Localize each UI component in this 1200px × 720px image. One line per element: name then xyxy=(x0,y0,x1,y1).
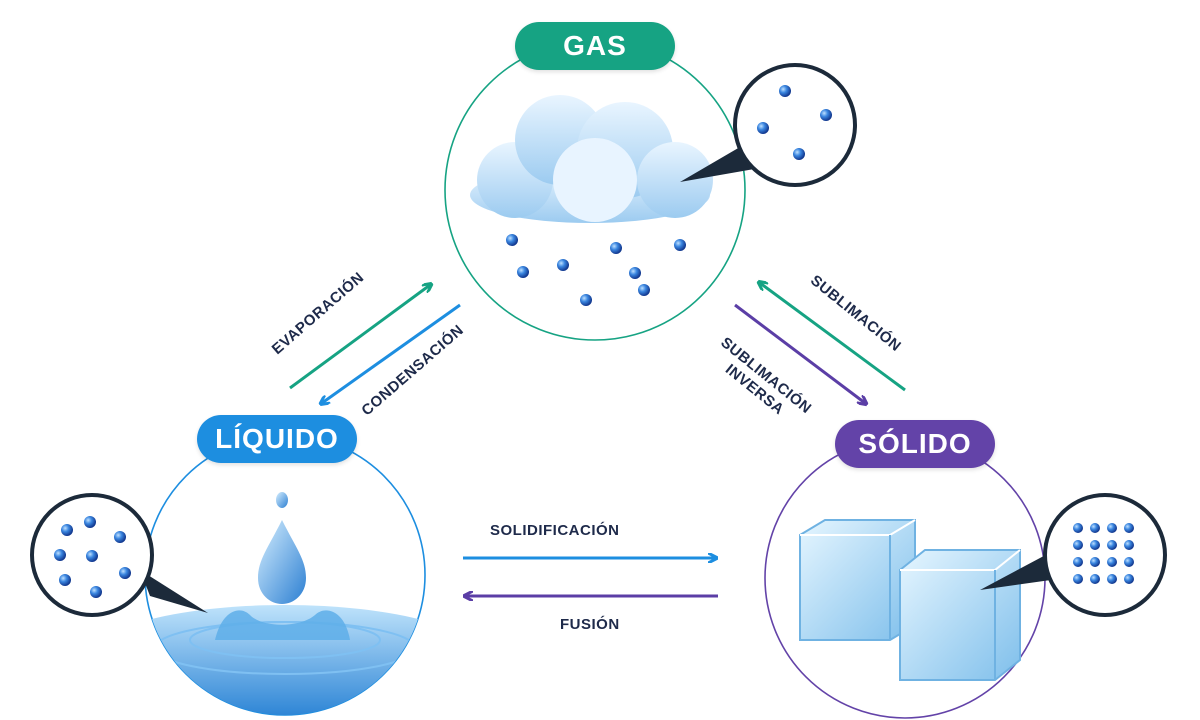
cloud-icon xyxy=(470,95,713,223)
liquid-state xyxy=(30,434,426,716)
fusion-label: FUSIÓN xyxy=(560,616,620,633)
evaporation-arrow xyxy=(289,285,430,390)
ice-cube-icon xyxy=(799,519,1021,681)
water-drop-icon xyxy=(215,492,350,640)
solidification-label: SOLIDIFICACIÓN xyxy=(490,522,620,539)
gas-zoom-icon xyxy=(733,63,857,187)
solid-state xyxy=(764,437,1167,719)
gas-molecules xyxy=(506,234,686,306)
solid-zoom-icon xyxy=(1043,493,1167,617)
gas-label: GAS xyxy=(515,22,675,70)
inverse-sublimation-arrow xyxy=(734,303,865,403)
condensation-arrow xyxy=(322,303,461,403)
solid-label: SÓLIDO xyxy=(835,420,995,468)
liquid-label: LÍQUIDO xyxy=(197,415,357,463)
liquid-zoom-icon xyxy=(30,493,154,617)
sublimation-arrow xyxy=(760,283,906,392)
gas-state xyxy=(444,39,857,341)
